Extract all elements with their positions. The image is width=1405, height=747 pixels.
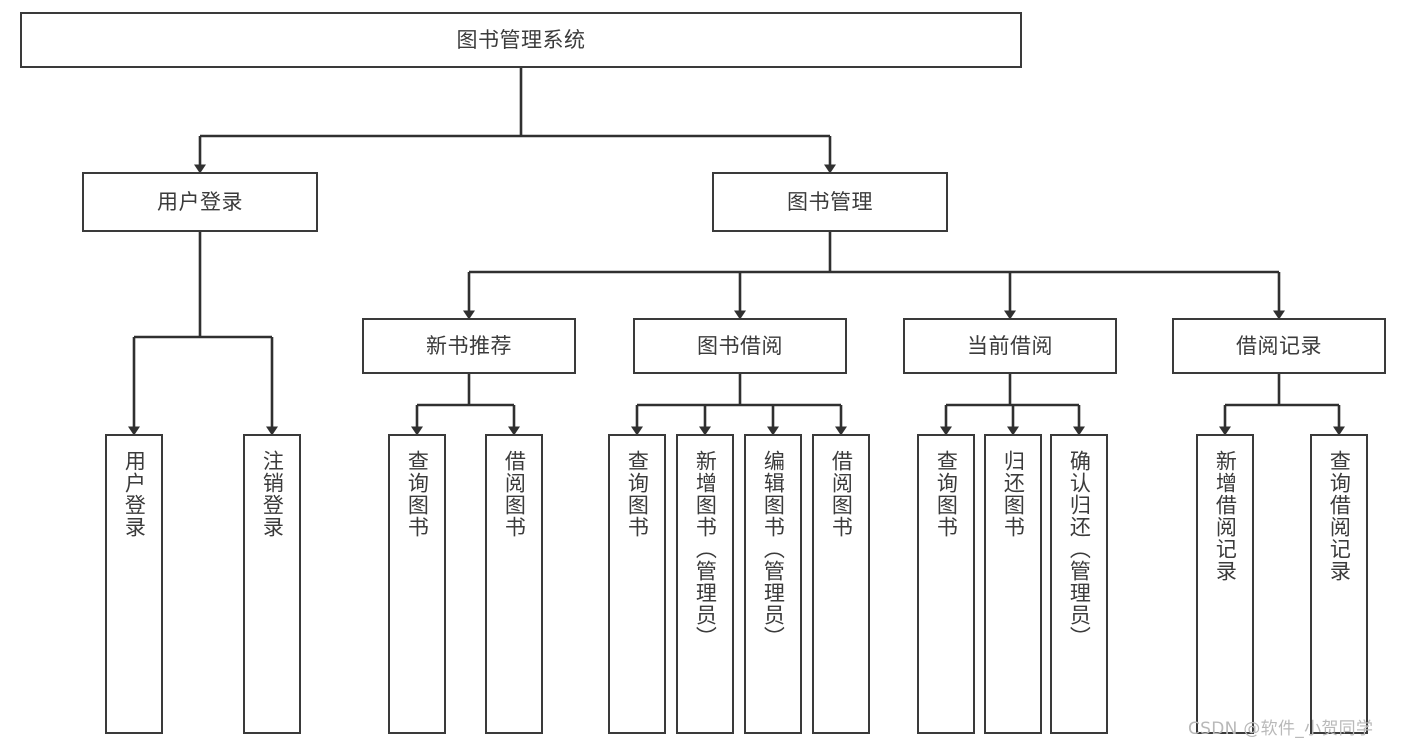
node-book-borrow[interactable]: 图书借阅 — [633, 318, 847, 374]
node-borrow-record-label: 借阅记录 — [1236, 333, 1322, 358]
node-leaf-edit-book-label: 编辑图书（管理员） — [761, 450, 786, 648]
node-leaf-query-record-label: 查询借阅记录 — [1327, 450, 1352, 582]
node-leaf-confirm-return-label: 确认归还（管理员） — [1067, 450, 1092, 648]
node-new-book-recommend[interactable]: 新书推荐 — [362, 318, 576, 374]
node-leaf-borrow-book-1-label: 借阅图书 — [502, 450, 527, 538]
node-new-book-recommend-label: 新书推荐 — [426, 333, 512, 358]
node-leaf-edit-book[interactable]: 编辑图书（管理员） — [744, 434, 802, 734]
node-leaf-query-book-3[interactable]: 查询图书 — [917, 434, 975, 734]
node-leaf-add-book-label: 新增图书（管理员） — [693, 450, 718, 648]
node-leaf-return-book[interactable]: 归还图书 — [984, 434, 1042, 734]
csdn-watermark: CSDN @软件_小贺同学 — [1188, 719, 1374, 739]
node-leaf-user-login[interactable]: 用户登录 — [105, 434, 163, 734]
node-leaf-add-record[interactable]: 新增借阅记录 — [1196, 434, 1254, 734]
node-leaf-borrow-book-2[interactable]: 借阅图书 — [812, 434, 870, 734]
node-root-label: 图书管理系统 — [456, 27, 586, 52]
node-root[interactable]: 图书管理系统 — [20, 12, 1022, 68]
node-leaf-query-book-2-label: 查询图书 — [625, 450, 650, 538]
node-borrow-record[interactable]: 借阅记录 — [1172, 318, 1386, 374]
node-leaf-logout[interactable]: 注销登录 — [243, 434, 301, 734]
node-current-borrow-label: 当前借阅 — [967, 333, 1053, 358]
node-book-borrow-label: 图书借阅 — [697, 333, 783, 358]
node-leaf-borrow-book-2-label: 借阅图书 — [829, 450, 854, 538]
node-current-borrow[interactable]: 当前借阅 — [903, 318, 1117, 374]
node-book-manage[interactable]: 图书管理 — [712, 172, 948, 232]
node-user-login-label: 用户登录 — [157, 189, 243, 214]
node-user-login[interactable]: 用户登录 — [82, 172, 318, 232]
node-leaf-add-book[interactable]: 新增图书（管理员） — [676, 434, 734, 734]
node-leaf-borrow-book-1[interactable]: 借阅图书 — [485, 434, 543, 734]
node-leaf-confirm-return[interactable]: 确认归还（管理员） — [1050, 434, 1108, 734]
node-leaf-logout-label: 注销登录 — [260, 450, 285, 538]
node-leaf-query-book-2[interactable]: 查询图书 — [608, 434, 666, 734]
node-leaf-query-book-3-label: 查询图书 — [934, 450, 959, 538]
node-book-manage-label: 图书管理 — [787, 189, 873, 214]
node-leaf-query-book-1-label: 查询图书 — [405, 450, 430, 538]
node-leaf-user-login-label: 用户登录 — [122, 450, 147, 538]
node-leaf-add-record-label: 新增借阅记录 — [1213, 450, 1238, 582]
node-leaf-query-record[interactable]: 查询借阅记录 — [1310, 434, 1368, 734]
node-leaf-return-book-label: 归还图书 — [1001, 450, 1026, 538]
node-leaf-query-book-1[interactable]: 查询图书 — [388, 434, 446, 734]
